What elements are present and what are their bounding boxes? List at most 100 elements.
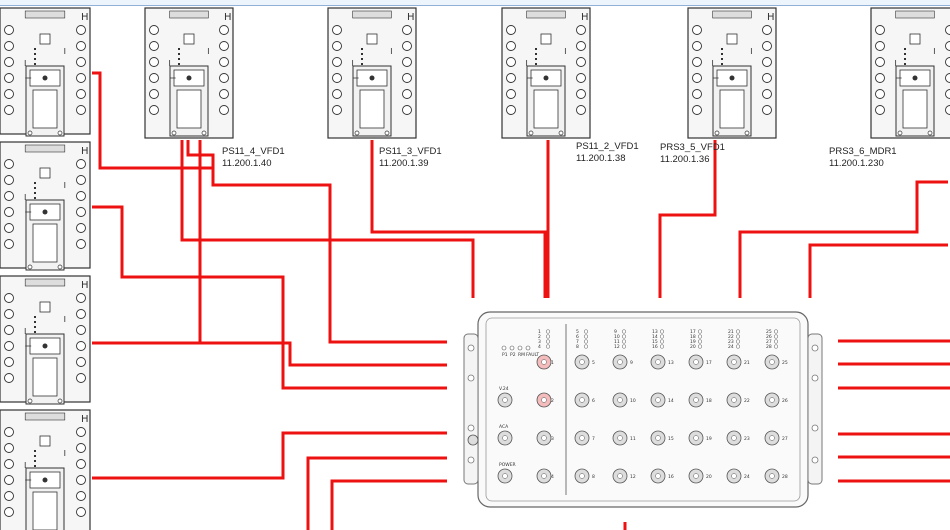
module-header [24, 278, 66, 287]
port-pin [693, 473, 699, 479]
port-pin [541, 397, 547, 403]
device-label-5[interactable]: PRS3_6_MDR1 11.200.1.230 [829, 146, 897, 170]
io-port [76, 89, 86, 99]
io-port [402, 73, 412, 83]
port-pin [579, 359, 585, 365]
screw-icon [171, 130, 177, 136]
link-line [370, 140, 547, 298]
socket-face [176, 89, 202, 129]
led-group-label: 21 [728, 329, 734, 335]
led [517, 345, 523, 351]
led-group-label: 19 [690, 339, 696, 345]
link-line [92, 431, 447, 480]
led-group-label: 28 [766, 344, 772, 350]
led-group-label: 3 [538, 339, 541, 345]
io-port [402, 89, 412, 99]
led [535, 58, 537, 60]
link-line [808, 243, 948, 298]
led [735, 339, 741, 344]
port-number: 19 [706, 436, 712, 442]
led-group-label: 13 [652, 329, 658, 335]
io-port [76, 491, 86, 501]
port-number: 20 [706, 474, 712, 480]
led-label: P1 [502, 352, 508, 358]
port-number: 13 [668, 360, 674, 366]
io-port [76, 207, 86, 217]
led [34, 316, 36, 318]
brand-icon [729, 75, 735, 81]
port-number: 23 [744, 436, 750, 442]
rj45-port [39, 167, 51, 179]
led [535, 63, 537, 65]
port-pin [502, 435, 508, 441]
led [361, 58, 363, 60]
io-port [875, 41, 885, 51]
io-port [76, 105, 86, 115]
led-group-label: 6 [576, 334, 579, 340]
io-port [4, 443, 14, 453]
port-number: 14 [668, 398, 674, 404]
screw-icon [467, 424, 475, 432]
socket-face [533, 89, 559, 129]
io-port [332, 41, 342, 51]
io-port [4, 73, 14, 83]
screw-icon [467, 374, 475, 382]
led [545, 344, 551, 349]
io-port [4, 57, 14, 67]
device-label-1[interactable]: PS11_4_VFD1 11.200.1.40 [222, 146, 285, 170]
device-name: PS11_3_VFD1 [379, 146, 442, 157]
led [34, 321, 36, 323]
io-port [76, 459, 86, 469]
device-ip: 11.200.1.39 [379, 158, 429, 169]
io-module: H [0, 409, 91, 530]
io-module: H [144, 7, 234, 139]
io-port [76, 309, 86, 319]
port-pin [617, 473, 623, 479]
led-label: RM [518, 352, 525, 358]
device-name: PS11_4_VFD1 [222, 146, 285, 157]
device-label-2[interactable]: PS11_3_VFD1 11.200.1.39 [379, 146, 442, 170]
socket-face [32, 491, 58, 530]
port-pin [655, 397, 661, 403]
port-pin [693, 359, 699, 365]
port-number: 17 [706, 360, 712, 366]
led-group-label: 2 [538, 334, 541, 340]
led [535, 48, 537, 50]
port-pin [769, 397, 775, 403]
led-group-label: 27 [766, 339, 772, 345]
switch-glyph [24, 316, 66, 347]
port-pin [502, 397, 508, 403]
rj45-port [39, 33, 51, 45]
led [178, 53, 180, 55]
port-number: 4 [551, 474, 554, 480]
io-port [149, 89, 159, 99]
switch-body [477, 311, 809, 508]
io-module: H [0, 141, 91, 271]
port-pin [579, 473, 585, 479]
led [904, 58, 906, 60]
io-port [219, 73, 229, 83]
io-port [76, 239, 86, 249]
mount-right [807, 333, 823, 485]
device-ip: 11.200.1.230 [829, 158, 884, 169]
led [583, 344, 589, 349]
ground-icon [467, 434, 479, 446]
device-label-4[interactable]: PRS3_5_VFD1 11.200.1.36 [660, 142, 725, 166]
port-number: 7 [592, 436, 595, 442]
screw-icon [897, 130, 903, 136]
led [904, 63, 906, 65]
led [34, 58, 36, 60]
io-port [875, 73, 885, 83]
device-label-3[interactable]: PS11_2_VFD1 11.200.1.38 [576, 141, 639, 165]
io-port [402, 41, 412, 51]
module-header [24, 10, 66, 19]
port-pin [769, 435, 775, 441]
top-ruler [0, 0, 950, 6]
io-port [692, 73, 702, 83]
io-port [506, 73, 516, 83]
module-header [712, 10, 752, 19]
switch-glyph [24, 450, 66, 481]
led [697, 344, 703, 349]
